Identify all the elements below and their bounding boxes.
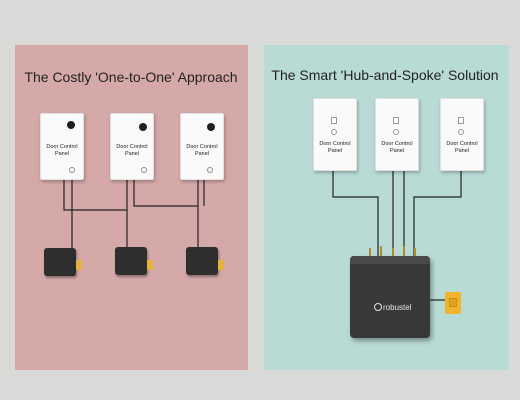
button-icon bbox=[393, 129, 399, 135]
cellular-modem-3 bbox=[186, 247, 218, 275]
hub-logo-mark bbox=[374, 303, 382, 311]
cellular-modem-2 bbox=[115, 247, 147, 275]
sim-card-icon bbox=[445, 292, 461, 314]
sim-card-icon bbox=[218, 260, 224, 270]
wire-left-2b bbox=[133, 178, 198, 207]
sim-card-icon bbox=[147, 260, 153, 270]
wire-right-1 bbox=[332, 169, 379, 256]
hub-and-spoke-title: The Smart 'Hub-and-Spoke' Solution bbox=[271, 67, 499, 83]
button-icon bbox=[331, 129, 337, 135]
sim-card-icon bbox=[76, 260, 82, 270]
button-icon bbox=[141, 167, 147, 173]
sim-chip bbox=[449, 298, 457, 307]
hub-top-face bbox=[350, 256, 430, 264]
one-to-one-title: The Costly 'One-to-One' Approach bbox=[24, 69, 238, 85]
camera-icon bbox=[67, 121, 75, 129]
keypad-icon bbox=[458, 117, 464, 124]
cellular-router-hub: robustel bbox=[350, 256, 430, 338]
keypad-icon bbox=[331, 117, 337, 124]
wire-right-3 bbox=[413, 169, 462, 256]
button-icon bbox=[207, 167, 213, 173]
hub-logo: robustel bbox=[374, 303, 411, 312]
wire-left-1 bbox=[63, 178, 127, 211]
button-icon bbox=[69, 167, 75, 173]
camera-icon bbox=[139, 123, 147, 131]
cellular-modem-1 bbox=[44, 248, 76, 276]
one-to-one-panel bbox=[15, 45, 248, 370]
keypad-icon bbox=[393, 117, 399, 124]
button-icon bbox=[458, 129, 464, 135]
camera-icon bbox=[207, 123, 215, 131]
hub-logo-text: robustel bbox=[383, 303, 412, 312]
